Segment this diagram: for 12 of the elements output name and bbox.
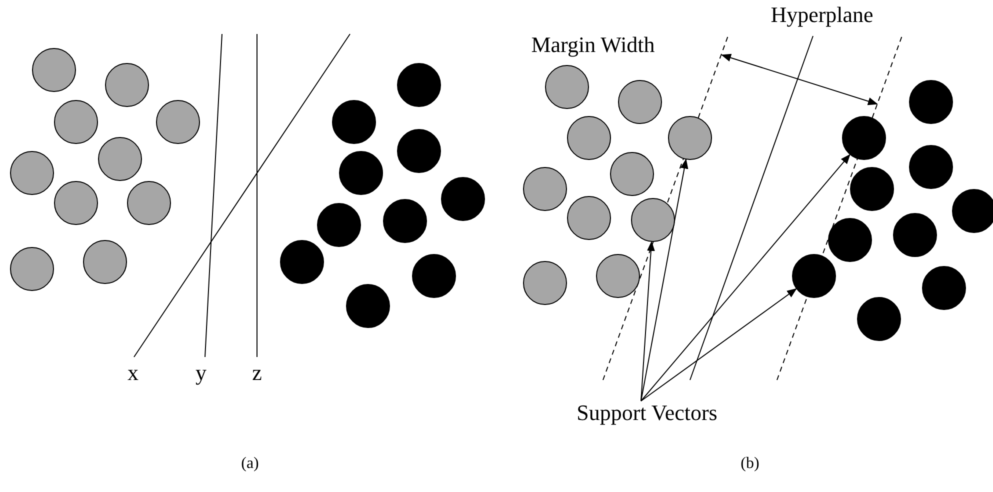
panel-caption: (a) bbox=[241, 456, 259, 472]
arrow bbox=[640, 240, 655, 402]
line-label: x bbox=[128, 362, 138, 384]
line-label: z bbox=[252, 362, 262, 384]
arrow bbox=[640, 154, 850, 402]
arrow bbox=[640, 158, 688, 402]
dimension-label: Margin Width bbox=[531, 34, 655, 56]
arrow bbox=[640, 288, 797, 402]
panel-caption: (b) bbox=[740, 456, 760, 472]
node-label: Support Vectors bbox=[576, 402, 718, 424]
line-label: Hyperplane bbox=[770, 4, 874, 26]
line-label: y bbox=[196, 362, 206, 384]
